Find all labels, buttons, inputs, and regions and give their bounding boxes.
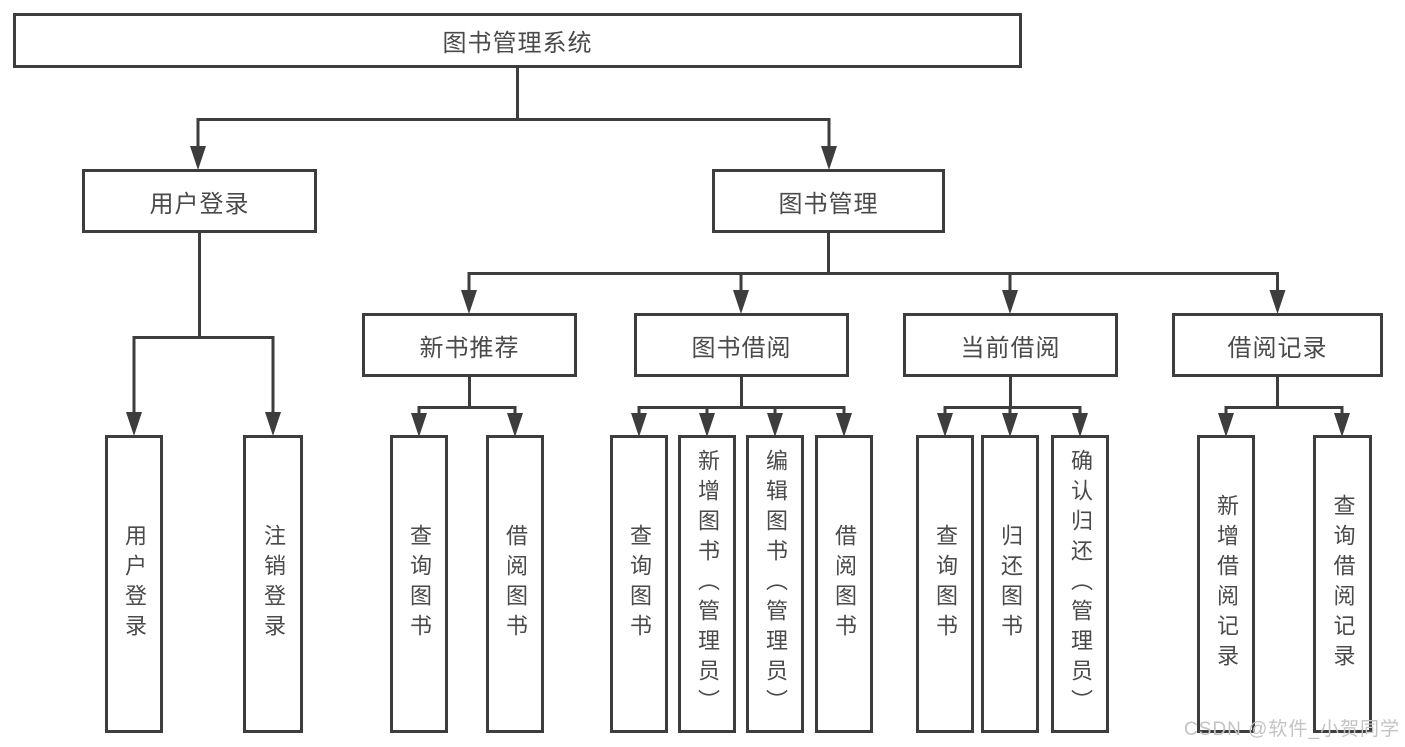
- leaf-borrow-books-recommend: 借阅图书: [486, 435, 544, 733]
- node-book-borrowing: 图书借阅: [634, 313, 849, 377]
- node-label: 借阅记录: [1227, 334, 1328, 362]
- leaf-label: 注销登录: [261, 524, 286, 644]
- node-book-management: 图书管理: [712, 169, 945, 233]
- leaf-confirm-return-admin: 确认归还（管理员）: [1051, 435, 1109, 733]
- leaf-label: 查询图书: [407, 524, 432, 644]
- leaf-label: 查询图书: [933, 524, 958, 644]
- leaf-label: 查询借阅记录: [1330, 494, 1356, 674]
- leaf-return-books: 归还图书: [981, 435, 1039, 733]
- node-borrowing-records: 借阅记录: [1172, 313, 1383, 377]
- leaf-label: 用户登录: [122, 524, 147, 644]
- csdn-watermark: CSDN @软件_小贺同学: [1184, 719, 1400, 740]
- node-label: 用户登录: [149, 190, 250, 218]
- node-user-login: 用户登录: [82, 169, 317, 233]
- leaf-query-books-borrow: 查询图书: [610, 435, 668, 733]
- leaf-add-borrow-record: 新增借阅记录: [1197, 435, 1255, 733]
- node-label: 图书管理: [778, 190, 879, 218]
- node-current-borrowing: 当前借阅: [903, 313, 1118, 377]
- node-label: 图书借阅: [691, 334, 792, 362]
- leaf-label: 借阅图书: [832, 524, 857, 644]
- leaf-logout: 注销登录: [243, 435, 303, 733]
- leaf-add-books-admin: 新增图书（管理员）: [678, 435, 736, 733]
- leaf-query-books-current: 查询图书: [916, 435, 974, 733]
- leaf-borrow-books: 借阅图书: [815, 435, 873, 733]
- leaf-label: 确认归还（管理员）: [1068, 449, 1093, 719]
- leaf-label: 新增借阅记录: [1214, 494, 1239, 674]
- leaf-label: 借阅图书: [503, 524, 528, 644]
- leaf-user-login: 用户登录: [105, 435, 163, 733]
- node-label: 当前借阅: [960, 334, 1061, 362]
- node-new-book-recommend: 新书推荐: [362, 313, 577, 377]
- leaf-query-borrow-record: 查询借阅记录: [1313, 435, 1372, 733]
- leaf-label: 查询图书: [627, 524, 652, 644]
- leaf-label: 编辑图书（管理员）: [763, 449, 788, 719]
- node-label: 图书管理系统: [442, 30, 593, 57]
- leaf-edit-books-admin: 编辑图书（管理员）: [746, 435, 804, 733]
- node-label: 新书推荐: [419, 334, 520, 362]
- node-library-management-system: 图书管理系统: [13, 13, 1022, 68]
- leaf-query-books-recommend: 查询图书: [390, 435, 448, 733]
- leaf-label: 归还图书: [998, 524, 1023, 644]
- leaf-label: 新增图书（管理员）: [695, 449, 720, 719]
